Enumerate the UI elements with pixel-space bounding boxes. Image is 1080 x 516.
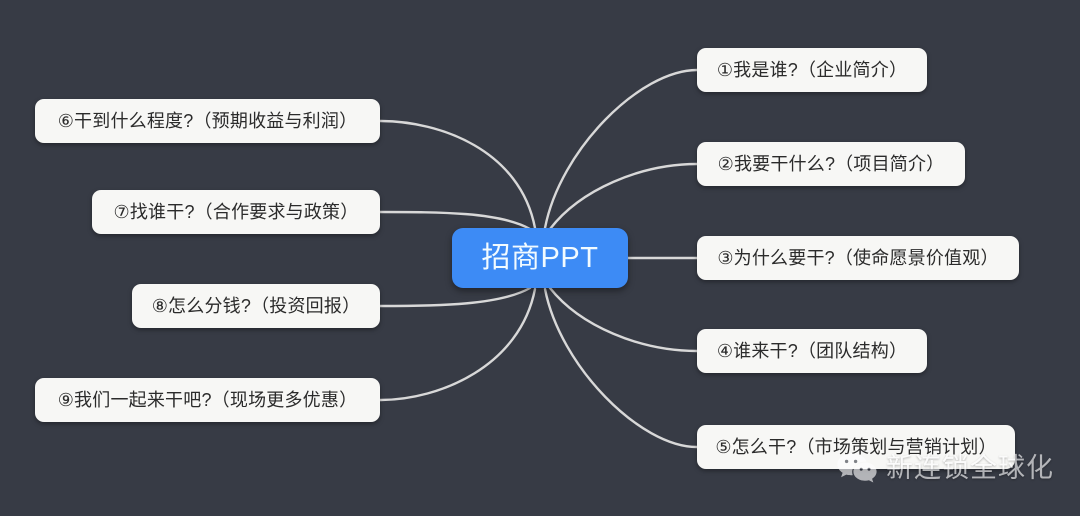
center-node-label: 招商PPT: [481, 241, 599, 274]
edge-center-to-branch-6: [378, 119, 537, 230]
center-node-zhaoshang-ppt[interactable]: 招商PPT: [452, 228, 628, 288]
branch-node-5[interactable]: ⑤怎么干?（市场策划与营销计划）: [697, 425, 1015, 469]
branch-node-8[interactable]: ⑧怎么分钱?（投资回报）: [132, 284, 380, 328]
edge-center-to-branch-2: [548, 162, 699, 231]
branch-node-1-label: ①我是谁?（企业简介）: [716, 59, 908, 80]
branch-node-2[interactable]: ②我要干什么?（项目简介）: [697, 142, 965, 186]
edge-center-to-branch-8: [378, 286, 532, 308]
edge-center-to-branch-5: [543, 287, 699, 449]
branch-node-8-label: ⑧怎么分钱?（投资回报）: [151, 295, 361, 316]
branch-node-4[interactable]: ④谁来干?（团队结构）: [697, 329, 927, 373]
branch-node-1[interactable]: ①我是谁?（企业简介）: [697, 48, 927, 92]
watermark-text: 新连锁全球化: [886, 452, 1054, 483]
branch-node-6[interactable]: ⑥干到什么程度?（预期收益与利润）: [35, 99, 380, 143]
branch-node-4-label: ④谁来干?（团队结构）: [716, 340, 908, 361]
branch-node-5-label: ⑤怎么干?（市场策划与营销计划）: [715, 436, 997, 457]
branch-node-2-label: ②我要干什么?（项目简介）: [717, 153, 945, 174]
branch-node-3[interactable]: ③为什么要干?（使命愿景价值观）: [697, 236, 1019, 280]
branch-node-9[interactable]: ⑨我们一起来干吧?（现场更多优惠）: [35, 378, 380, 422]
branch-node-6-label: ⑥干到什么程度?（预期收益与利润）: [57, 110, 358, 131]
edge-center-to-branch-7: [378, 210, 532, 231]
edge-center-to-branch-1: [543, 68, 699, 230]
edge-center-to-branch-4: [548, 286, 699, 353]
branch-node-7[interactable]: ⑦找谁干?（合作要求与政策）: [92, 190, 380, 234]
edge-center-to-branch-9: [378, 287, 537, 402]
watermark: 新连锁全球化: [836, 452, 1054, 484]
branch-node-3-label: ③为什么要干?（使命愿景价值观）: [717, 247, 999, 268]
branch-node-9-label: ⑨我们一起来干吧?（现场更多优惠）: [57, 389, 358, 410]
wechat-icon: [837, 453, 877, 483]
branch-node-7-label: ⑦找谁干?（合作要求与政策）: [113, 201, 359, 222]
